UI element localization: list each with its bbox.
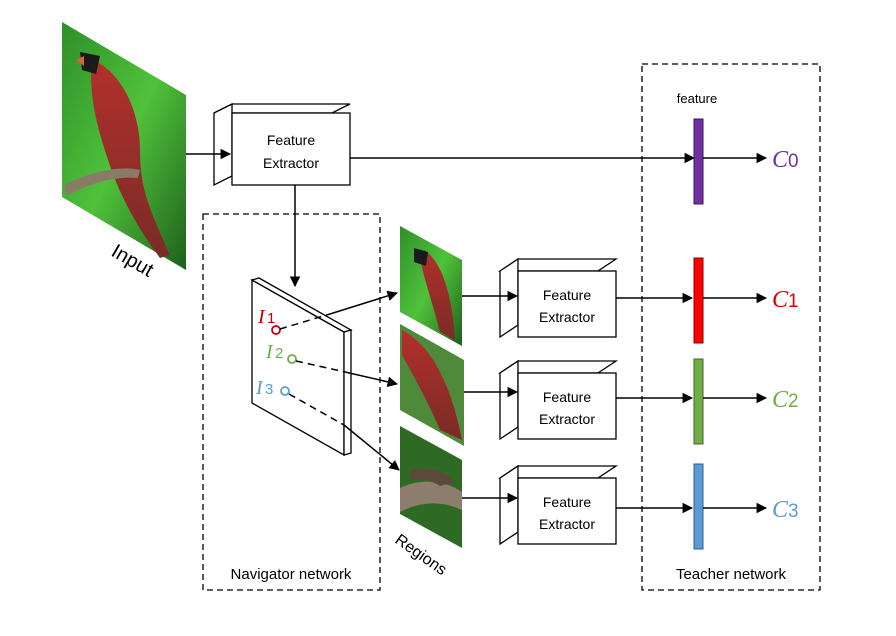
teacher-network-label: Teacher network — [676, 566, 787, 583]
feature-extractor-region-3: Feature Extractor — [497, 464, 619, 546]
feature-bar-3 — [693, 463, 704, 550]
teacher-network-box — [641, 63, 821, 591]
link-point3-dashed — [288, 393, 345, 426]
feature-extractor-region-1-line1: Feature — [543, 287, 591, 303]
feature-bar-0 — [693, 118, 704, 205]
info-point-2-sub: 2 — [275, 345, 283, 362]
classifier-c3-sub: 3 — [788, 501, 799, 522]
regions-label: Regions — [392, 531, 450, 579]
arrow-point2-to-region2 — [344, 371, 399, 387]
classifier-c2: C 2 — [772, 387, 799, 413]
region-image-3 — [400, 426, 462, 548]
feature-extractor-main-line2: Extractor — [263, 155, 319, 171]
region-image-2 — [400, 324, 464, 446]
classifier-c0-letter: C — [772, 147, 789, 173]
feature-extractor-main: Feature Extractor — [213, 102, 351, 187]
info-point-2-letter: I — [265, 341, 274, 363]
navigator-network-label: Navigator network — [231, 566, 352, 583]
feature-extractor-region-2-line2: Extractor — [539, 411, 595, 427]
classifier-c1-letter: C — [772, 287, 789, 313]
feature-bar-2 — [693, 358, 704, 445]
info-point-2: I 2 — [265, 341, 297, 364]
feature-extractor-region-2-line1: Feature — [543, 389, 591, 405]
classifier-c0-sub: 0 — [788, 151, 799, 172]
input-image — [62, 22, 186, 270]
feature-extractor-region-3-line2: Extractor — [539, 516, 595, 532]
classifier-c1: C 1 — [772, 287, 799, 313]
classifier-c2-sub: 2 — [788, 391, 799, 412]
arrow-point1-to-region1 — [329, 290, 399, 315]
feature-label: feature — [677, 91, 717, 106]
feature-bar-1 — [693, 257, 704, 344]
classifier-c1-sub: 1 — [788, 291, 799, 312]
region-image-1 — [400, 226, 462, 346]
link-point2-dashed — [295, 360, 346, 373]
feature-extractor-region-1-line2: Extractor — [539, 309, 595, 325]
classifier-c3-letter: C — [772, 497, 789, 523]
classifier-c3: C 3 — [772, 497, 799, 523]
arrow-point3-to-region3 — [343, 424, 400, 471]
navigator-feature-map — [250, 277, 353, 457]
feature-extractor-main-line1: Feature — [267, 132, 315, 148]
feature-extractor-region-3-line1: Feature — [543, 494, 591, 510]
info-point-1: I 1 — [257, 306, 281, 335]
info-point-3: I 3 — [255, 377, 290, 399]
info-point-1-letter: I — [257, 306, 266, 328]
info-point-3-letter: I — [255, 377, 264, 399]
link-point1-dashed — [279, 313, 331, 330]
navigator-network-box — [202, 213, 381, 591]
feature-extractor-region-1: Feature Extractor — [497, 257, 619, 339]
classifier-c2-letter: C — [772, 387, 789, 413]
info-point-3-sub: 3 — [265, 381, 273, 398]
feature-extractor-region-2: Feature Extractor — [497, 359, 619, 441]
classifier-c0: C 0 — [772, 147, 799, 173]
info-point-1-sub: 1 — [267, 310, 275, 327]
